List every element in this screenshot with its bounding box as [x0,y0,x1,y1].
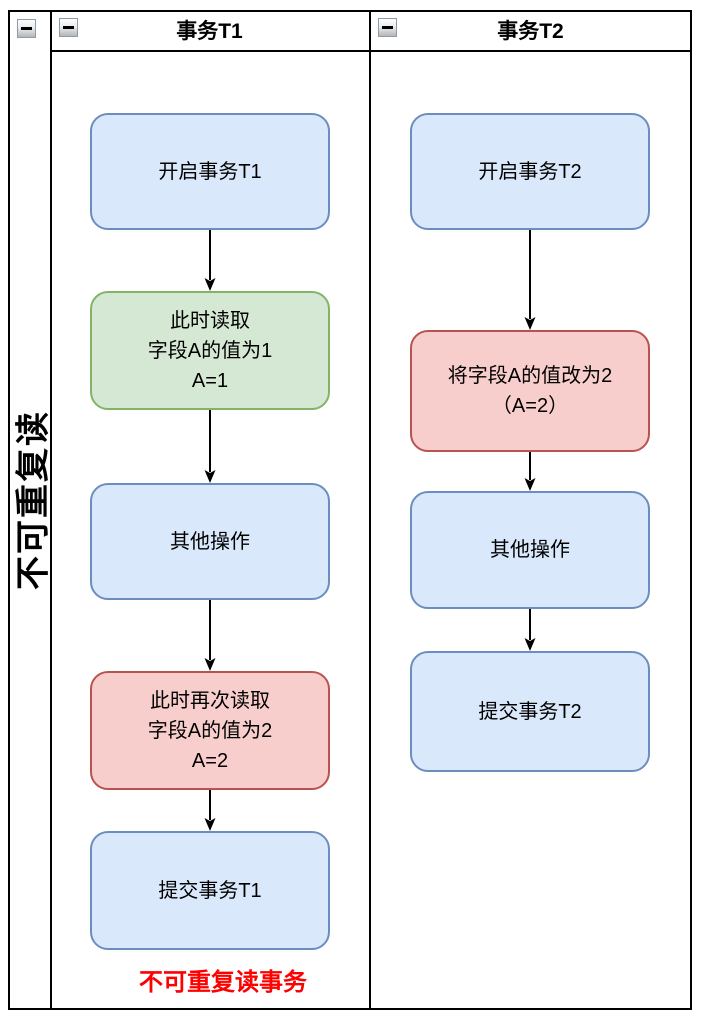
flow-node-t1-begin[interactable]: 开启事务T1 [90,113,330,230]
pool-title: 不可重复读 [14,410,53,590]
flow-node-t1-read1[interactable]: 此时读取 字段A的值为1 A=1 [90,291,330,410]
flow-node-t2-update[interactable]: 将字段A的值改为2 （A=2） [410,330,650,452]
lane-header-t1[interactable]: 事务T1 [50,10,369,52]
lane-title-t2: 事务T2 [497,20,564,43]
lane-header-t2[interactable]: 事务T2 [369,10,692,52]
lane-t1-collapse-button[interactable] [59,18,78,37]
flow-node-t1-read2[interactable]: 此时再次读取 字段A的值为2 A=2 [90,671,330,790]
pool-title-strip [8,10,52,1010]
flow-node-t2-commit[interactable]: 提交事务T2 [410,651,650,772]
flow-node-t1-commit[interactable]: 提交事务T1 [90,831,330,950]
lane-title-t1: 事务T1 [176,20,243,43]
minus-icon [21,27,32,30]
lane-separator [369,10,371,1010]
lane-t2-collapse-button[interactable] [378,18,397,37]
minus-icon [382,26,393,29]
footnote-label: 不可重复读事务 [139,969,307,996]
minus-icon [63,26,74,29]
flow-node-t2-other-ops[interactable]: 其他操作 [410,491,650,609]
flow-node-t1-other-ops[interactable]: 其他操作 [90,483,330,600]
pool-collapse-button[interactable] [17,19,36,38]
flow-node-t2-begin[interactable]: 开启事务T2 [410,113,650,230]
